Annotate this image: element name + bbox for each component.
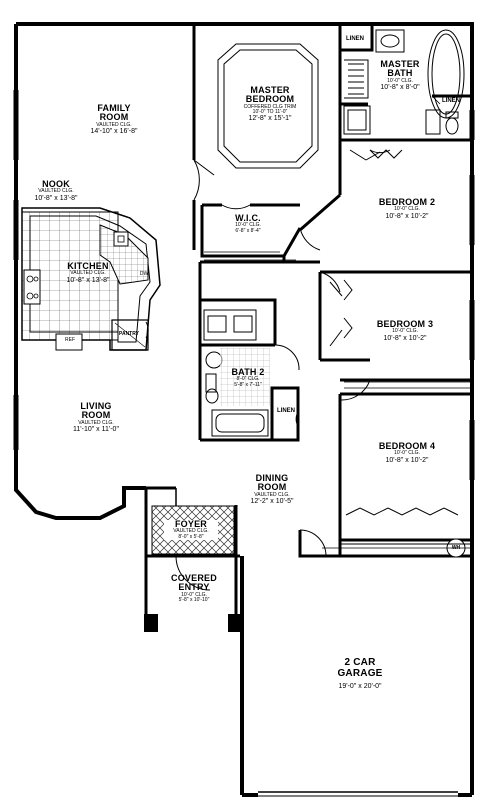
family-room-name-1: FAMILY bbox=[97, 103, 131, 113]
bedroom-2-name: BEDROOM 2 bbox=[378, 197, 436, 207]
dining-room-ceiling: VAULTED CLG. bbox=[254, 491, 290, 498]
entry-post-left bbox=[144, 614, 158, 632]
living-room-ceiling: VAULTED CLG. bbox=[78, 419, 114, 426]
master-bedroom-label: MASTER BEDROOM COFFERED CLG TRIM 10'-0" … bbox=[222, 85, 318, 123]
master-bath-fixtures bbox=[343, 29, 465, 135]
master-bedroom-ceiling-1: COFFERED CLG TRIM bbox=[243, 103, 297, 110]
living-room-size: 11'-10" x 11'-0" bbox=[73, 426, 119, 434]
linen-label-2: LINEN bbox=[442, 98, 460, 104]
covered-entry-ceiling: 10'-0" CLG. bbox=[181, 591, 207, 598]
covered-entry-size: 5'-8" x 10'-10" bbox=[178, 597, 210, 604]
nook-label: NOOK VAULTED CLG. 10'-8" x 13'-8" bbox=[28, 179, 84, 202]
garage-size: 19'-0" x 20'-0" bbox=[338, 683, 382, 690]
bedroom-3-name: BEDROOM 3 bbox=[376, 319, 434, 329]
bedroom-3-ceiling: 10'-0" CLG. bbox=[392, 328, 418, 335]
water-heater-label: WH bbox=[451, 545, 461, 551]
ref-label: REF bbox=[65, 337, 75, 343]
kitchen-ceiling: VAULTED CLG. bbox=[70, 270, 106, 277]
family-room-ceiling: VAULTED CLG. bbox=[96, 121, 132, 128]
linen-label-3: LINEN bbox=[277, 408, 295, 414]
living-room-name-2: ROOM bbox=[81, 410, 111, 421]
wic-size: 6'-8" x 8'-4" bbox=[235, 227, 261, 234]
master-bath-name-1: MASTER bbox=[380, 59, 420, 69]
linen-label-1: LINEN bbox=[346, 36, 364, 42]
kitchen-counters bbox=[21, 207, 161, 351]
master-bedroom-name-2: BEDROOM bbox=[245, 94, 295, 105]
interior-walls bbox=[144, 24, 472, 630]
garage-name-1: 2 CAR bbox=[344, 657, 376, 668]
living-room-label: LIVING ROOM VAULTED CLG. 11'-10" x 11'-0… bbox=[52, 401, 140, 434]
nook-size: 10'-8" x 13'-8" bbox=[34, 194, 78, 202]
dining-room-name-1: DINING bbox=[255, 473, 289, 483]
master-bedroom-name-1: MASTER bbox=[250, 85, 290, 95]
master-bath-size: 10'-8" x 8'-0" bbox=[380, 84, 420, 92]
family-room-size: 14'-10" x 16'-8" bbox=[90, 128, 138, 136]
bedroom-4-size: 10'-8" x 10'-2" bbox=[385, 456, 429, 464]
bedroom-4-label: BEDROOM 4 10'-0" CLG. 10'-8" x 10'-2" bbox=[362, 441, 452, 464]
windows bbox=[13, 90, 475, 519]
bath-2-label: BATH 2 8'-0" CLG. 5'-8" x 7'-11" bbox=[222, 367, 274, 388]
dining-room-label: DINING ROOM VAULTED CLG. 12'-2" x 10'-5" bbox=[240, 473, 304, 506]
bedroom-3-label: BEDROOM 3 10'-0" CLG. 10'-8" x 10'-2" bbox=[360, 319, 450, 342]
dining-room-size: 12'-2" x 10'-5" bbox=[250, 498, 294, 506]
dishwasher-label: DW bbox=[139, 271, 149, 277]
kitchen-name: KITCHEN bbox=[67, 261, 109, 271]
bedroom-3-size: 10'-8" x 10'-2" bbox=[383, 334, 427, 342]
bedroom-4-ceiling: 10'-0" CLG. bbox=[394, 450, 420, 457]
doors bbox=[145, 149, 459, 591]
dining-room-name-2: ROOM bbox=[257, 482, 287, 493]
wic-name: W.I.C. bbox=[235, 213, 261, 223]
family-room-label: FAMILY ROOM VAULTED CLG. 14'-10" x 16'-8… bbox=[72, 103, 156, 136]
wic-label: W.I.C. 10'-0" CLG. 6'-8" x 8'-4" bbox=[220, 213, 276, 234]
master-bath-ceiling: 10'-0" CLG. bbox=[387, 77, 413, 84]
coffered-ceiling bbox=[217, 43, 319, 169]
bedroom-4-name: BEDROOM 4 bbox=[378, 441, 436, 451]
bath-2-size: 5'-8" x 7'-11" bbox=[234, 381, 262, 388]
kitchen-label: KITCHEN VAULTED CLG. 10'-8" x 13'-8" bbox=[50, 261, 126, 284]
covered-entry-name-1: COVERED bbox=[171, 573, 217, 583]
wic-ceiling: 10'-0" CLG. bbox=[235, 222, 261, 229]
foyer-size: 8'-0" x 5'-8" bbox=[178, 533, 204, 540]
entry-post-right bbox=[228, 614, 242, 632]
nook-ceiling: VAULTED CLG. bbox=[38, 188, 74, 195]
foyer-ceiling: VAULTED CLG. bbox=[173, 528, 209, 535]
garage-label: 2 CAR GARAGE 19'-0" x 20'-0" bbox=[310, 657, 410, 690]
master-bedroom-size: 12'-8" x 15'-1" bbox=[248, 115, 292, 123]
covered-entry-name-2: ENTRY bbox=[178, 582, 210, 593]
bedroom-2-ceiling: 10'-0" CLG. bbox=[394, 206, 420, 213]
garage-name-2: GARAGE bbox=[337, 667, 383, 679]
bath-2-name: BATH 2 bbox=[231, 367, 265, 377]
bath-2-ceiling: 8'-0" CLG. bbox=[236, 376, 260, 383]
master-bedroom-ceiling-2: 10'-0" TO 11'-0" bbox=[252, 109, 288, 116]
pantry-label: PANTRY bbox=[119, 331, 139, 337]
nook-name: NOOK bbox=[42, 179, 70, 189]
covered-entry-label: COVERED ENTRY 10'-0" CLG. 5'-8" x 10'-10… bbox=[158, 573, 230, 604]
master-bath-name-2: BATH bbox=[387, 68, 413, 79]
kitchen-size: 10'-8" x 13'-8" bbox=[66, 276, 110, 284]
master-bath-label: MASTER BATH 10'-0" CLG. 10'-8" x 8'-0" bbox=[370, 59, 430, 92]
exterior-walls bbox=[14, 22, 474, 797]
bedroom-2-label: BEDROOM 2 10'-0" CLG. 10'-8" x 10'-2" bbox=[362, 197, 452, 220]
bedroom-2-size: 10'-8" x 10'-2" bbox=[385, 212, 429, 220]
living-room-name-1: LIVING bbox=[80, 401, 112, 411]
foyer-label: FOYER VAULTED CLG. 8'-0" x 5'-8" bbox=[164, 519, 218, 540]
family-room-name-2: ROOM bbox=[99, 112, 129, 123]
foyer-name: FOYER bbox=[174, 519, 207, 529]
